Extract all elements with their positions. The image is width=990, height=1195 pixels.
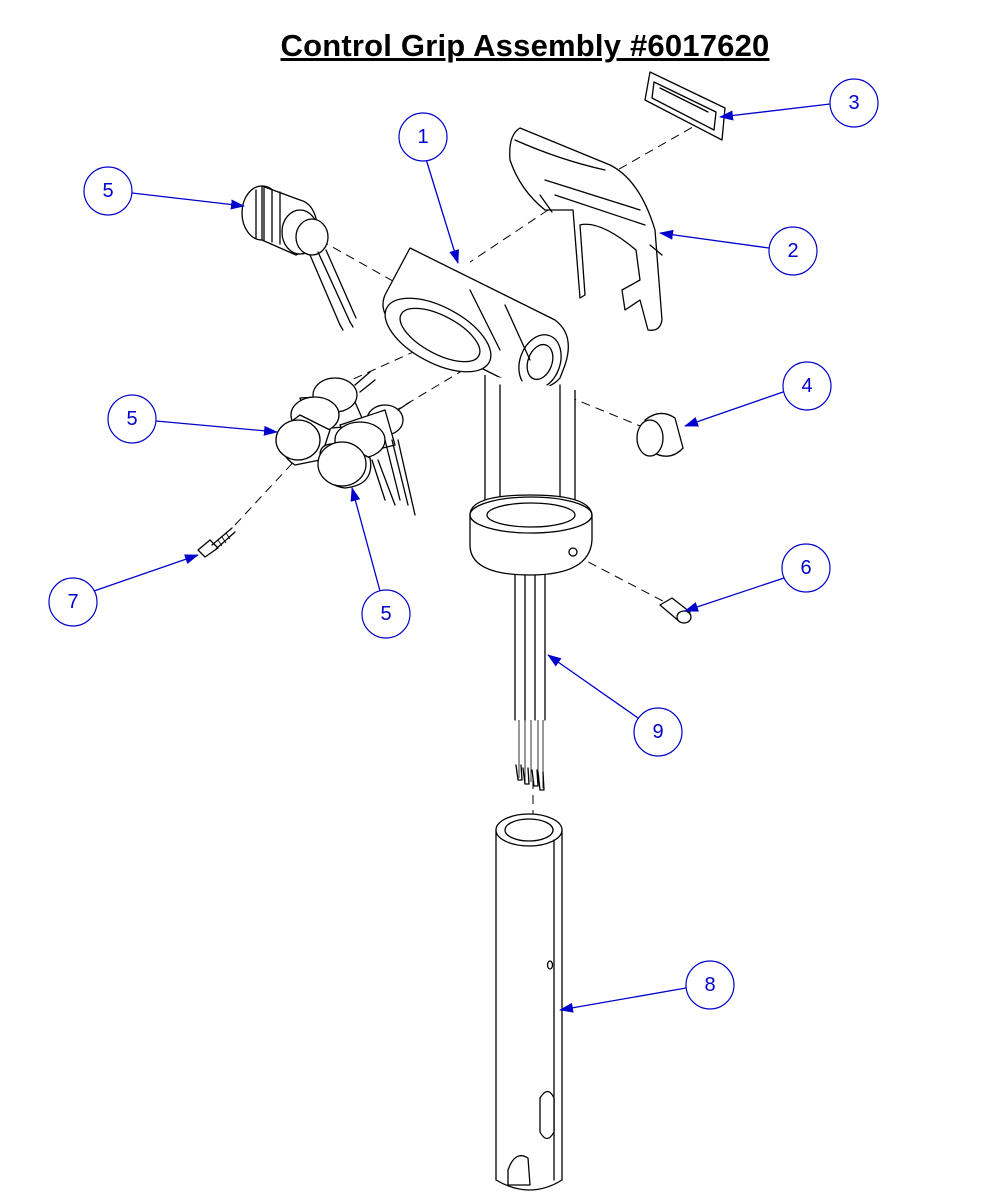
callout-label: 2 bbox=[787, 240, 798, 262]
part-5-switch-cluster bbox=[275, 371, 416, 516]
callout-label: 9 bbox=[652, 721, 663, 743]
callout-8: 8 bbox=[559, 960, 735, 1013]
callout-5c: 5 bbox=[350, 487, 411, 639]
part-6-set-screw bbox=[659, 597, 692, 624]
callout-6: 6 bbox=[684, 543, 831, 612]
callout-7: 7 bbox=[48, 554, 199, 627]
part-3-insert bbox=[644, 71, 726, 141]
part-7-screw bbox=[197, 527, 236, 558]
callout-label: 5 bbox=[102, 180, 113, 202]
part-8-lower-tube bbox=[495, 813, 563, 1191]
grip-shaft bbox=[469, 375, 593, 576]
callout-label: 8 bbox=[704, 974, 715, 996]
callout-3: 3 bbox=[719, 78, 879, 128]
callout-label: 7 bbox=[67, 591, 78, 613]
callout-label: 5 bbox=[126, 408, 137, 430]
part-5-switch-upper bbox=[241, 185, 357, 331]
callout-label: 1 bbox=[417, 126, 428, 148]
callout-9: 9 bbox=[547, 654, 683, 757]
callout-2: 2 bbox=[659, 226, 818, 276]
part-1-grip-head bbox=[382, 247, 569, 390]
callout-label: 3 bbox=[848, 92, 859, 114]
part-4-plug bbox=[636, 412, 684, 457]
callout-4: 4 bbox=[684, 361, 832, 427]
diagram-title: Control Grip Assembly #6017620 bbox=[280, 28, 770, 63]
part-9-wire-bundle bbox=[514, 574, 546, 791]
callout-label: 6 bbox=[800, 557, 811, 579]
callout-5b: 5 bbox=[107, 394, 278, 444]
callout-1: 1 bbox=[398, 112, 459, 264]
callout-5a: 5 bbox=[83, 166, 245, 216]
callout-label: 5 bbox=[380, 603, 391, 625]
part-2-trigger-cover bbox=[509, 127, 663, 331]
callout-label: 4 bbox=[801, 375, 812, 397]
